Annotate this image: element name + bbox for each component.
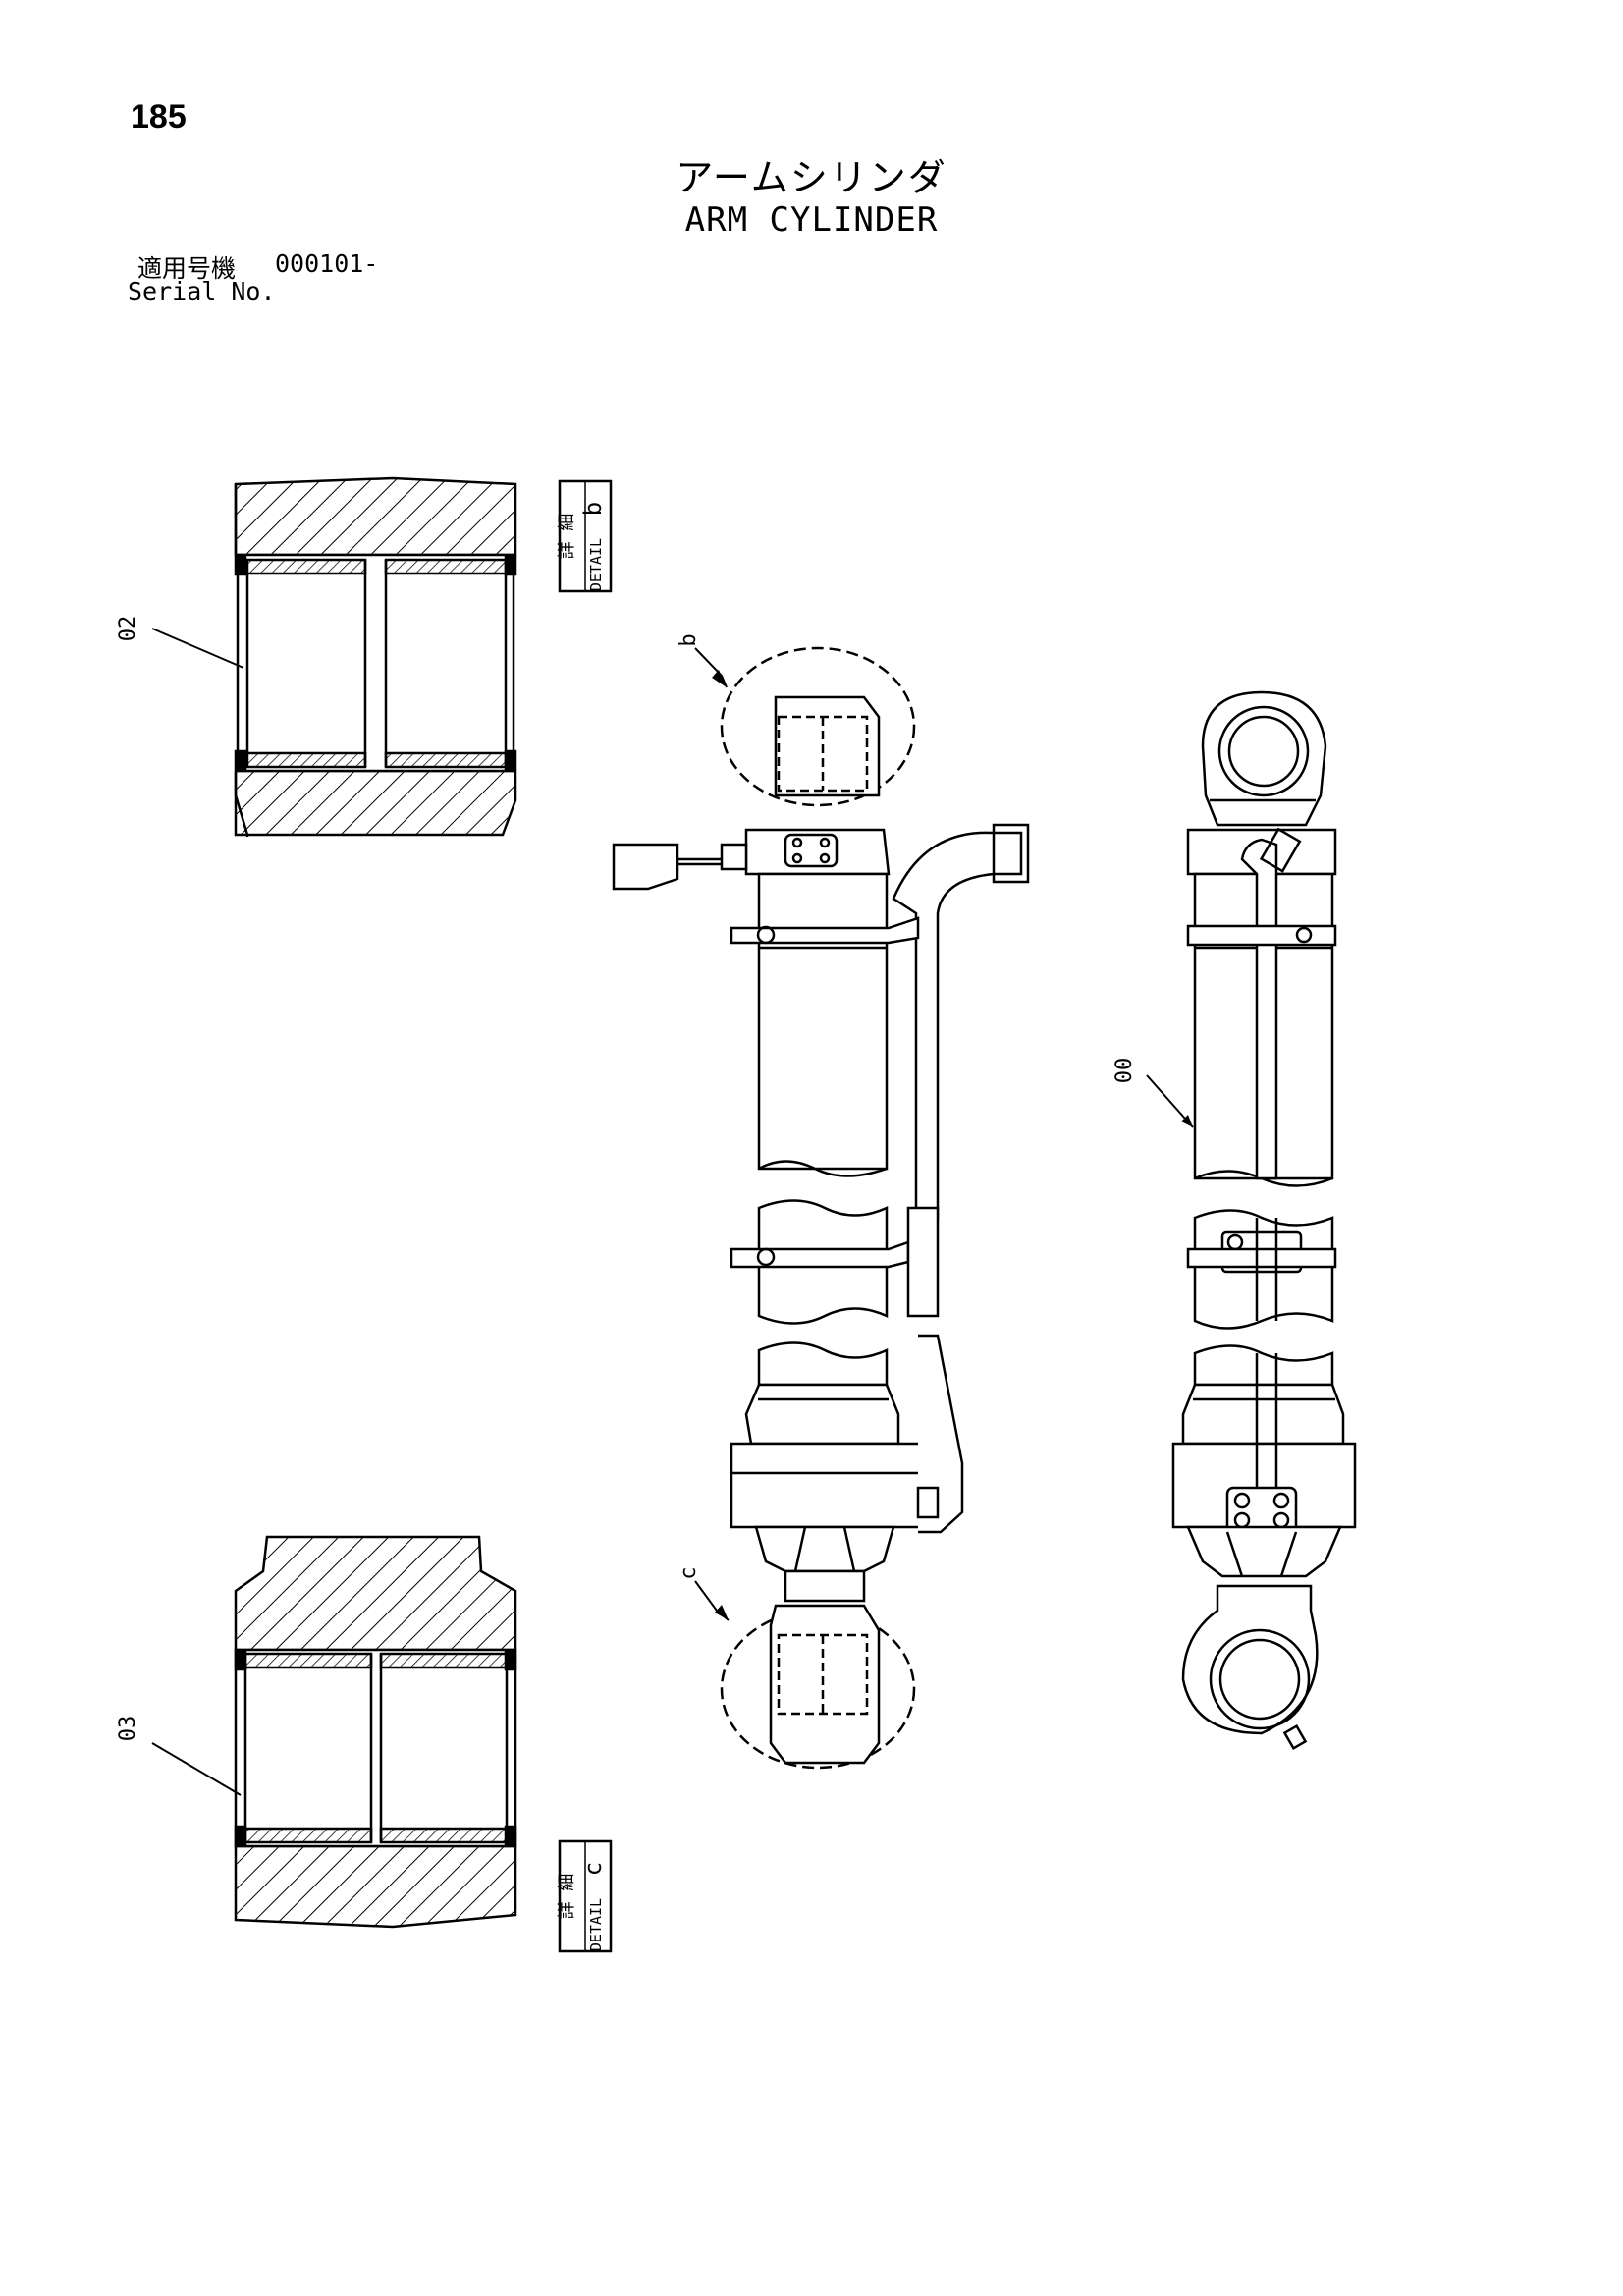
detail-b-letter: b [579,502,607,516]
detail-c-en: DETAIL [587,1898,605,1951]
callout-00: 00 [1112,1058,1137,1084]
detail-tag-c: 詳 細 DETAIL c [557,1839,613,1953]
page-number: 185 [131,98,187,136]
cylinder-side-view [612,646,1030,1770]
callout-02: 02 [116,616,140,642]
page-title-en: ARM CYLINDER [684,200,939,240]
callout-03: 03 [116,1716,140,1742]
callout-ref-c: c [676,1566,701,1579]
detail-b-section [151,476,517,837]
serial-range: 000101- [275,249,379,278]
detail-c-section [151,1535,517,1929]
detail-b-en: DETAIL [587,538,605,591]
callout-ref-b: b [676,633,701,646]
detail-b-jp: 詳 細 [557,514,577,560]
detail-tag-b: 詳 細 DETAIL b [557,479,613,593]
detail-c-letter: c [579,1862,607,1876]
detail-c-jp: 詳 細 [557,1874,577,1920]
page-title-jp: アームシリンダ [676,156,947,199]
serial-label-en: Serial No. [128,277,276,305]
serial-label-jp: 適用号機 [137,254,237,283]
cylinder-front-view [1146,690,1357,1751]
